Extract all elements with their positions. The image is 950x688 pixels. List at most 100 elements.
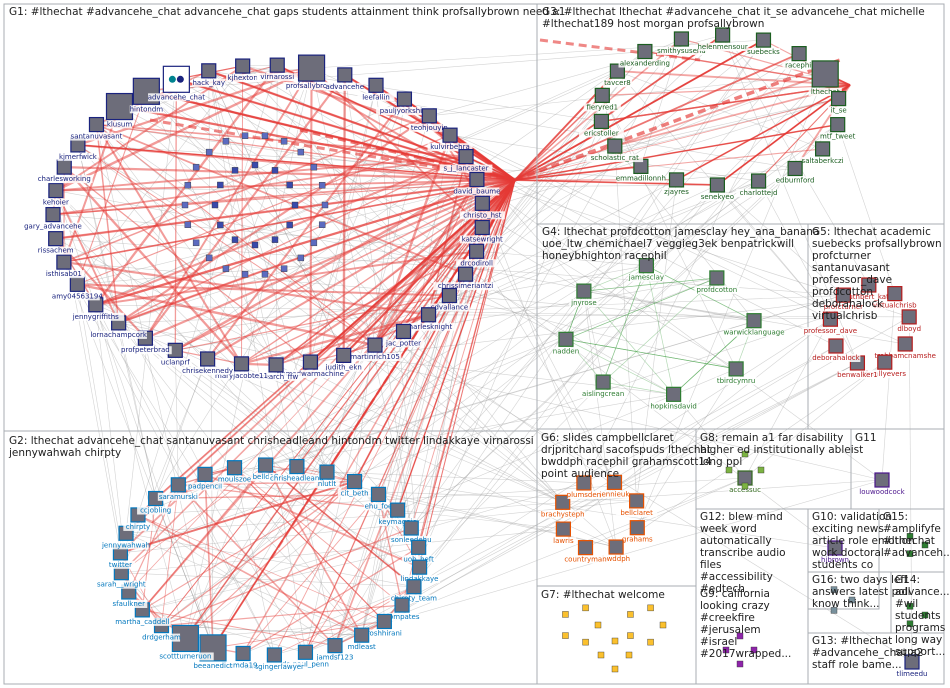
node-virtualchrisb[interactable]: virtualchrisb [868, 286, 922, 310]
node-kehoier[interactable]: kehoier [41, 182, 71, 207]
small-node[interactable] [725, 466, 733, 474]
node-hjbrown[interactable]: hjbrown [820, 540, 850, 564]
node-jamesclay[interactable]: jamesclay [628, 258, 665, 282]
node-judith-ekn[interactable]: judith_ekn [323, 347, 365, 372]
node-brachysteph[interactable]: brachysteph [540, 494, 586, 519]
small-node[interactable] [241, 132, 249, 139]
small-node[interactable] [310, 239, 318, 247]
small-node[interactable] [906, 620, 914, 627]
node-hack-kay[interactable]: hack_kay [192, 63, 226, 87]
node-chrisheadleand[interactable]: chrisheadleand [268, 458, 326, 483]
small-node[interactable] [241, 271, 249, 278]
node-drsallyevers[interactable]: drsallyevers [860, 354, 910, 379]
node-jac-potter[interactable]: jac_potter [383, 323, 425, 348]
small-node[interactable] [582, 604, 589, 612]
node-chrissimeriantzi[interactable]: chrissimeriantzi [433, 266, 498, 291]
small-node[interactable] [562, 632, 569, 639]
small-node[interactable] [251, 161, 259, 169]
small-node[interactable] [647, 638, 654, 646]
small-node[interactable] [625, 651, 633, 659]
node-plumsden[interactable]: plumsden [567, 475, 601, 499]
node-amda19[interactable]: amda19 [229, 645, 258, 670]
small-node[interactable] [906, 533, 914, 540]
node-katsewright[interactable]: katsewright [459, 219, 505, 244]
small-node[interactable] [184, 221, 192, 228]
small-node[interactable] [192, 163, 200, 171]
node-tlimeedu[interactable]: tlimeedu [895, 654, 929, 678]
small-node[interactable] [757, 466, 765, 474]
small-node[interactable] [297, 148, 305, 156]
small-node[interactable] [310, 163, 318, 171]
node-louwoodcock[interactable]: louwoodcock [859, 472, 906, 496]
node-tavcer8[interactable]: tavcer8 [602, 63, 633, 88]
node-s-j-lancaster[interactable]: s_j_lancaster [439, 148, 493, 173]
small-node[interactable] [736, 632, 744, 640]
small-node[interactable] [921, 611, 929, 619]
node-jennygriffiths[interactable]: jennygriffiths [67, 297, 125, 321]
node-deborahalock[interactable]: deborahalock [811, 338, 861, 363]
small-node[interactable] [830, 586, 838, 593]
small-node[interactable] [231, 236, 239, 243]
node-nadden[interactable]: nadden [553, 331, 579, 356]
node-leefallin[interactable]: leefallin [357, 77, 395, 102]
node-professor-dave[interactable]: professor_dave [802, 311, 859, 336]
node-dlboyd[interactable]: dlboyd [896, 309, 922, 333]
node-charlesknight[interactable]: charlesknight [402, 307, 455, 331]
small-node[interactable] [205, 148, 213, 156]
small-node[interactable] [286, 181, 293, 189]
node-sarah-wright[interactable]: sarah__wright [94, 565, 148, 589]
node-amy04563194[interactable]: amy04563194 [52, 276, 103, 301]
node-hintondm[interactable]: hintondm [130, 77, 164, 114]
small-node[interactable] [318, 182, 326, 189]
node-gary-advancehe[interactable]: gary_advancehe [24, 206, 82, 231]
node-saltaberkczi[interactable]: saltaberkczi [798, 141, 847, 165]
node-roshhirani[interactable]: roshhirani [363, 613, 405, 638]
small-node[interactable] [222, 138, 230, 145]
node-dompates[interactable]: dompates [385, 597, 420, 622]
node-aislingcrean[interactable]: aislingcrean [578, 374, 628, 399]
small-node[interactable] [261, 271, 269, 278]
node-jennieuk[interactable]: jennieuk [597, 474, 632, 499]
small-node[interactable] [192, 239, 200, 247]
node-scholastic-rat[interactable]: scholastic_rat [586, 138, 644, 163]
small-node[interactable] [627, 611, 634, 618]
small-node[interactable] [562, 611, 569, 618]
node-charlesworking[interactable]: charlesworking [35, 159, 93, 184]
node-suebecks[interactable]: suebecks [746, 32, 780, 57]
node-cuthbert-kate[interactable]: cuthbert_kate [842, 277, 896, 302]
node-jamdsf123[interactable]: jamdsf123 [316, 638, 354, 662]
small-node[interactable] [750, 646, 758, 654]
node-smithysusena[interactable]: smithysusena [657, 31, 706, 55]
node-dr-paul-penn[interactable]: dr_paul_penn [281, 644, 330, 669]
node-lthechat[interactable]: lthechat [808, 60, 842, 96]
small-node[interactable] [231, 167, 239, 174]
node-zjayres[interactable]: zjayres [661, 172, 692, 196]
node-alexanderding[interactable]: alexanderding [618, 43, 672, 68]
small-node[interactable] [271, 167, 279, 174]
node-rissachem[interactable]: rissachem [37, 231, 75, 255]
node-kulvirbehra[interactable]: kulvirbehra [427, 127, 473, 152]
node-countryman[interactable]: countryman [564, 540, 607, 564]
node-racephil[interactable]: racephil [782, 46, 816, 70]
node-bwddph[interactable]: bwddph [602, 539, 630, 564]
node-virnarossi[interactable]: virnarossi [256, 57, 298, 82]
node-moulszoe[interactable]: moulszoe [218, 460, 251, 484]
node-nlutlt[interactable]: nlutlt [314, 464, 340, 489]
small-node[interactable] [211, 201, 219, 209]
node-nomadwarmachine[interactable]: nomadwarmachine [277, 354, 344, 379]
small-node[interactable] [830, 607, 838, 614]
small-node[interactable] [848, 596, 856, 604]
small-node[interactable] [217, 221, 224, 229]
small-node[interactable] [741, 482, 749, 490]
node-ehu-foe[interactable]: ehu_foe [363, 486, 394, 511]
node-mtf-tweet[interactable]: mtf_tweet [819, 117, 857, 141]
small-node[interactable] [297, 254, 305, 262]
node-kjhexton[interactable]: kjhexton [226, 58, 260, 83]
node-chrisekennedy[interactable]: chrisekennedy [181, 351, 234, 375]
node-mrsgingerlawyer[interactable]: mrsgingerlawyer [244, 647, 305, 671]
node-emmadillonnh[interactable]: emmadillonnh [616, 158, 666, 183]
small-node[interactable] [291, 201, 299, 209]
small-node[interactable] [921, 541, 929, 549]
small-node[interactable] [647, 604, 654, 612]
small-node[interactable] [205, 254, 213, 262]
